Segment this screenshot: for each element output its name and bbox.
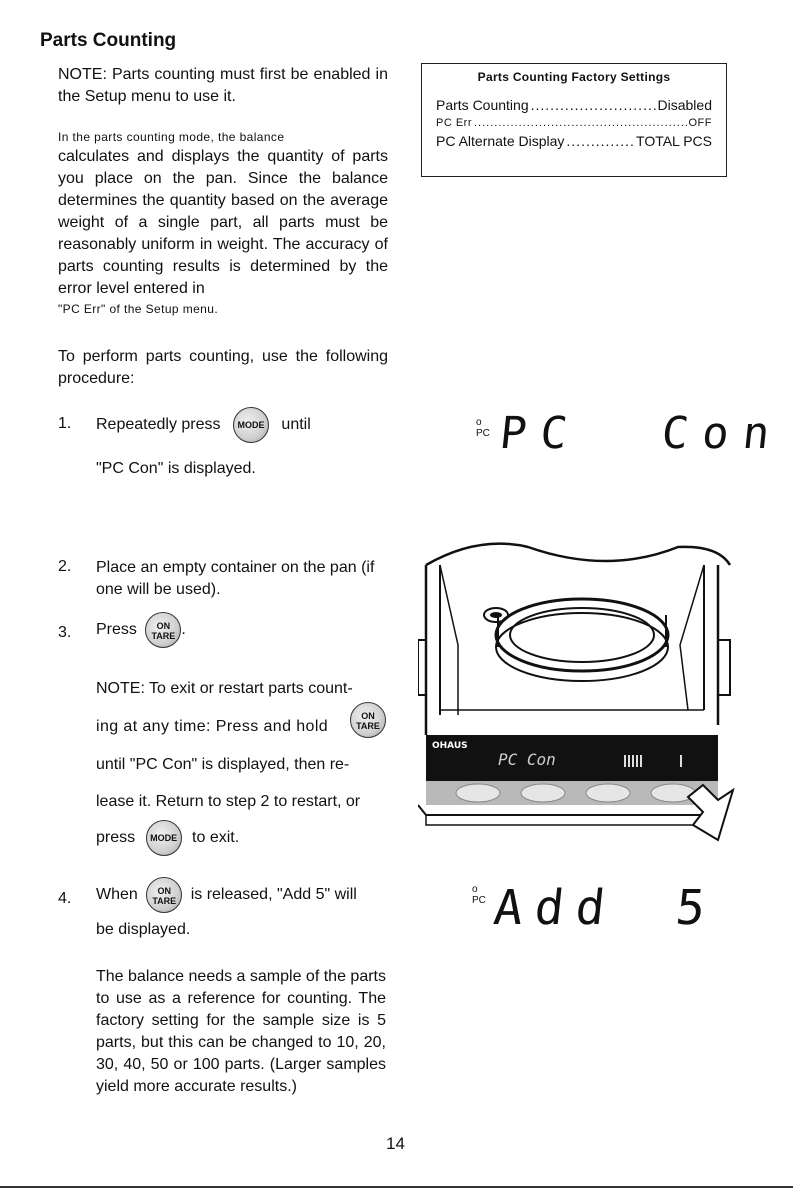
factory-row: PC Err OFF (436, 114, 712, 132)
mode-button-icon: MODE (232, 407, 269, 443)
factory-row: Parts Counting Disabled (436, 96, 712, 114)
step-4-line2: be displayed. (96, 921, 191, 938)
balance-illustration: OHAUS PC Con (418, 542, 735, 842)
factory-row-value: TOTAL PCS (636, 133, 712, 149)
step-4-post: is released, "Add 5" will (190, 886, 357, 904)
section-title: Parts Counting (40, 30, 177, 51)
intro-body: calculates and displays the quantity of … (58, 148, 388, 297)
step-1-post: until (281, 416, 311, 434)
mode-button-icon: MODE (145, 820, 182, 856)
step-1-pre: Repeatedly press (96, 416, 221, 434)
page-number: 14 (386, 1134, 405, 1153)
factory-row-label: PC Err (436, 117, 472, 129)
display-2-number: 5 (673, 880, 708, 936)
note-exit-line5-post: to exit. (192, 829, 240, 847)
display-1-o: o (476, 417, 482, 428)
step-4-pre: When (96, 886, 138, 904)
step-3-number: 3. (58, 624, 72, 641)
on-label: ON (361, 711, 375, 721)
step-1-number: 1. (58, 415, 72, 432)
step-2-number: 2. (58, 558, 72, 575)
on-label: ON (157, 886, 172, 896)
note-exit-line5-pre: press (96, 829, 136, 847)
factory-row-value: OFF (688, 117, 712, 129)
on-label: ON (156, 621, 171, 631)
intro-lead: In the parts counting mode, the balance (58, 130, 285, 144)
tare-label: TARE (356, 721, 380, 731)
tare-label: TARE (151, 631, 176, 641)
display-2-pc: PC (472, 895, 486, 906)
pointer-arrow-icon (686, 783, 735, 842)
factory-row-value: Disabled (657, 97, 712, 113)
factory-row: PC Alternate Display TOTAL PCS (436, 132, 712, 150)
step-2-text: Place an empty container on the pan (if … (96, 559, 375, 598)
balance-lcd: PC Con (498, 750, 556, 769)
sample-paragraph: The balance needs a sample of the parts … (96, 968, 386, 1095)
step-1-line2: "PC Con" is displayed. (96, 460, 256, 477)
procedure-intro: To perform parts counting, use the follo… (58, 348, 388, 387)
display-1-indicators: o PC (476, 417, 490, 439)
factory-row-label: Parts Counting (436, 97, 529, 113)
display-1-pc: PC (476, 428, 490, 439)
intro-paragraph: In the parts counting mode, the balance … (58, 128, 388, 318)
display-2-text: Add (491, 880, 620, 936)
note-exit-line4: lease it. Return to step 2 to restart, o… (96, 793, 361, 810)
display-2-indicators: o PC (472, 884, 486, 906)
display-1-text: PC Con (497, 408, 787, 459)
factory-row-label: PC Alternate Display (436, 133, 565, 149)
note-exit-line3: until "PC Con" is displayed, then re- (96, 756, 350, 773)
display-2-o: o (472, 884, 478, 895)
balance-brand: OHAUS (432, 741, 468, 751)
note-exit-line1: NOTE: To exit or restart parts count- (96, 680, 353, 697)
note-exit-line5: press MODE to exit. (96, 820, 239, 856)
step-4-number: 4. (58, 890, 72, 907)
note-exit-line2: ing at any time: Press and hold (96, 716, 328, 738)
note-exit-line2-text: ing at any time: Press and hold (96, 718, 329, 735)
bottom-rule (0, 1186, 793, 1188)
factory-settings-box: Parts Counting Factory Settings Parts Co… (421, 63, 727, 177)
factory-settings-title: Parts Counting Factory Settings (477, 70, 671, 84)
step-1: Repeatedly press MODE until (96, 407, 396, 443)
step-3-pre: Press (96, 621, 137, 639)
tare-label: TARE (152, 896, 177, 906)
intro-tail: "PC Err" of the Setup menu. (58, 302, 219, 316)
note-setup-enable: NOTE: Parts counting must first be enabl… (58, 66, 388, 105)
